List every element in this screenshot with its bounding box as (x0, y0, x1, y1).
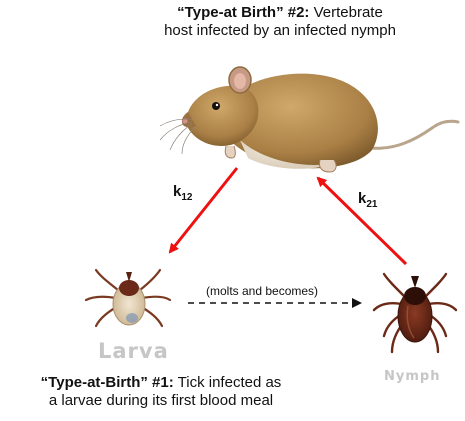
mouse-illustration (160, 67, 458, 172)
arrow-host-to-larva (170, 168, 237, 252)
larva-gut (126, 313, 138, 323)
rate-label-k12: k12 (173, 183, 192, 203)
host-caption-title: “Type-at Birth” #2: (177, 4, 309, 21)
host-caption-text-2: host infected by an infected nymph (164, 22, 396, 39)
mouse-front-foot (225, 146, 235, 158)
tick-caption-text-2: a larvae during its first blood meal (49, 392, 273, 409)
larval-tick-illustration (86, 270, 170, 326)
rate-k12-subscript: 12 (181, 192, 192, 203)
rate-k21-subscript: 21 (366, 199, 377, 210)
mouse-eye (212, 102, 220, 110)
rate-label-k21: k21 (358, 190, 377, 210)
mouse-tail (372, 121, 458, 148)
molts-label: (molts and becomes) (206, 284, 318, 298)
mouse-whiskers (160, 119, 196, 154)
nymph-mouthparts (411, 276, 419, 288)
mouse-ear-inner (234, 73, 246, 89)
larva-shield (119, 280, 139, 296)
nymph-shield (404, 287, 426, 305)
host-caption-text-1: Vertebrate (314, 4, 383, 21)
nymph-tick-illustration (374, 274, 456, 352)
tick-caption-title: “Type-at-Birth” #1: (41, 374, 174, 391)
mouse-hind-foot (319, 160, 336, 172)
larva-stage-label: Larva (98, 339, 169, 363)
tick-caption-text-1: Tick infected as (178, 374, 282, 391)
nymph-stage-label: Nymph (384, 369, 440, 384)
mouse-eye-glint (216, 104, 218, 106)
